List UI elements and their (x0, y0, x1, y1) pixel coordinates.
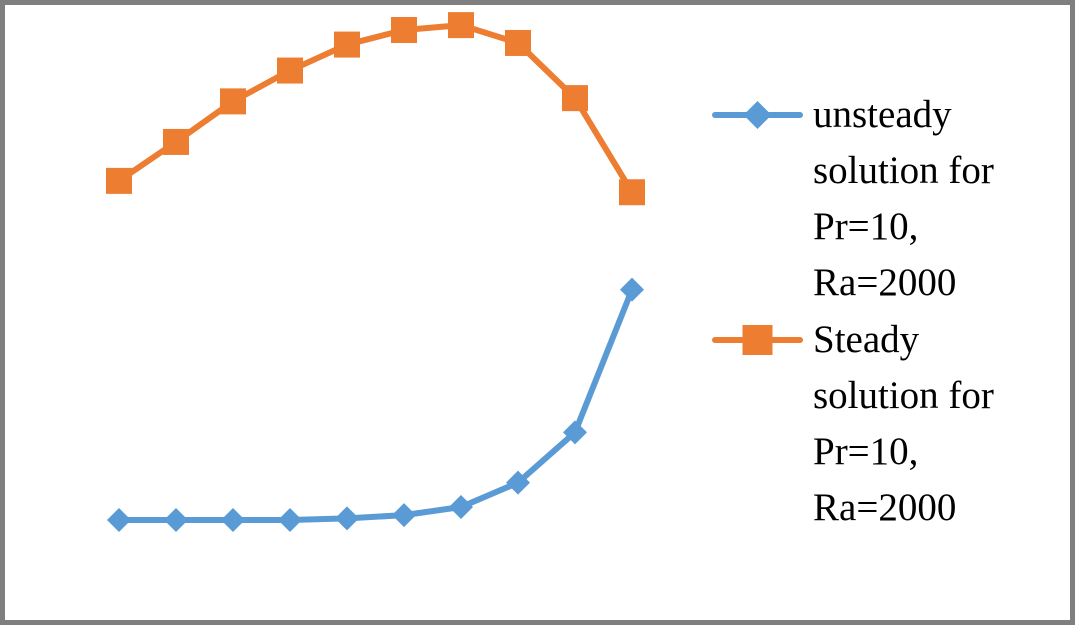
plot-area (106, 12, 645, 532)
series-1-point-4 (278, 508, 302, 532)
series-2 (106, 12, 645, 206)
legend-label-line: Pr=10, (813, 430, 918, 473)
legend-label-line: Ra=2000 (813, 261, 956, 304)
series-1-point-6 (392, 503, 416, 528)
series-2-point-7 (448, 12, 474, 39)
series-1 (107, 277, 644, 532)
series-1-point-3 (221, 508, 245, 532)
series-1-point-2 (164, 508, 188, 532)
series-1-point-9 (563, 420, 587, 445)
series-2-point-3 (220, 88, 246, 115)
series-2-line (116, 22, 635, 196)
series-1-point-5 (335, 506, 359, 531)
series-2-point-6 (391, 16, 417, 43)
series-2-point-5 (334, 31, 360, 58)
series-2-point-8 (505, 29, 531, 56)
legend-label-line: solution for (813, 149, 994, 192)
series-1-point-7 (449, 495, 473, 520)
series-2-point-2 (163, 128, 189, 155)
legend-swatch-marker (742, 325, 773, 355)
legend-label-line: Ra=2000 (813, 486, 956, 529)
legend-label-line: unsteady (813, 93, 952, 136)
series-1-point-1 (107, 508, 131, 532)
series-1-point-8 (506, 470, 530, 495)
legend-label-line: Steady (813, 318, 920, 361)
series-2-point-9 (562, 85, 588, 112)
series-1-point-10 (620, 277, 644, 302)
legend-label-line: Pr=10, (813, 205, 918, 248)
legend-swatch-marker (743, 101, 772, 129)
series-2-point-10 (619, 179, 645, 206)
series-1-line (116, 286, 635, 523)
series-2-point-4 (277, 57, 303, 84)
series-2-point-1 (106, 167, 132, 194)
legend-label-line: solution for (813, 374, 994, 417)
